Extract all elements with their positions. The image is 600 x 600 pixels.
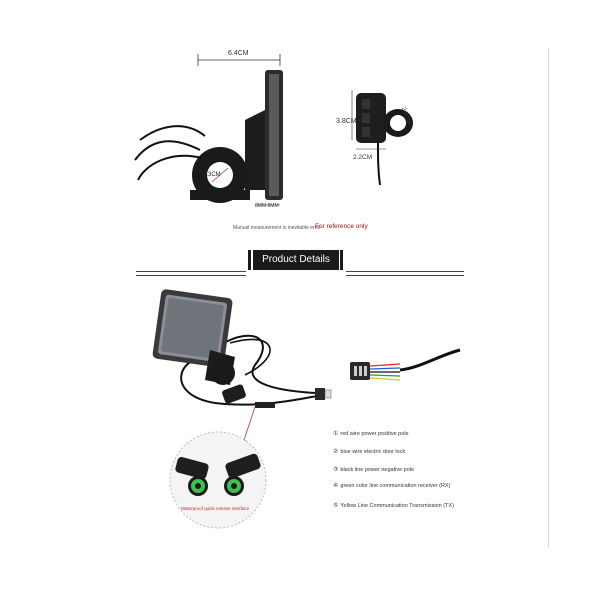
header-left-rule: [136, 271, 246, 276]
display-wiring-illustration: [152, 289, 332, 408]
wire-number: ①: [333, 431, 339, 437]
manual-measurement-note: Manual measurement is inevitable error: [233, 225, 321, 231]
button-switch-illustration: [351, 90, 413, 186]
clamp-diameter-label: 2.3CM: [203, 172, 221, 178]
header-right-rule: [346, 271, 464, 276]
wire-description: black line power negative pole: [340, 467, 415, 473]
wire-description: blue wire electric door lock: [340, 449, 406, 455]
wire-description: green color line communication receiver …: [340, 483, 451, 489]
button-height-label: 3.8CM: [336, 118, 357, 125]
header-left-bar: [248, 250, 251, 270]
reference-note: For reference only: [315, 223, 368, 230]
connector-caption: Waterproof quick release interface: [180, 506, 250, 511]
wire-number: ④: [333, 483, 339, 489]
page-divider-line: [548, 48, 549, 548]
display-bracket-illustration: [134, 54, 283, 206]
section-title: Product Details: [253, 250, 339, 270]
wire-number: ③: [333, 467, 339, 473]
wire-description: Yellow Line Communication Transmission (…: [340, 503, 454, 509]
wire-number: ②: [333, 449, 339, 455]
width-dimension-label: 6.4CM: [228, 50, 249, 57]
wire-number: ⑤: [333, 503, 339, 509]
wire-description: red wire power positive pole: [340, 431, 409, 437]
bracket-width-label: 8MM 8MM: [255, 203, 279, 209]
waterproof-connector-zoom: [169, 431, 267, 529]
connector-wiring-illustration: [350, 348, 461, 381]
header-right-bar: [340, 250, 343, 270]
button-width-label: 2.2CM: [353, 154, 373, 161]
